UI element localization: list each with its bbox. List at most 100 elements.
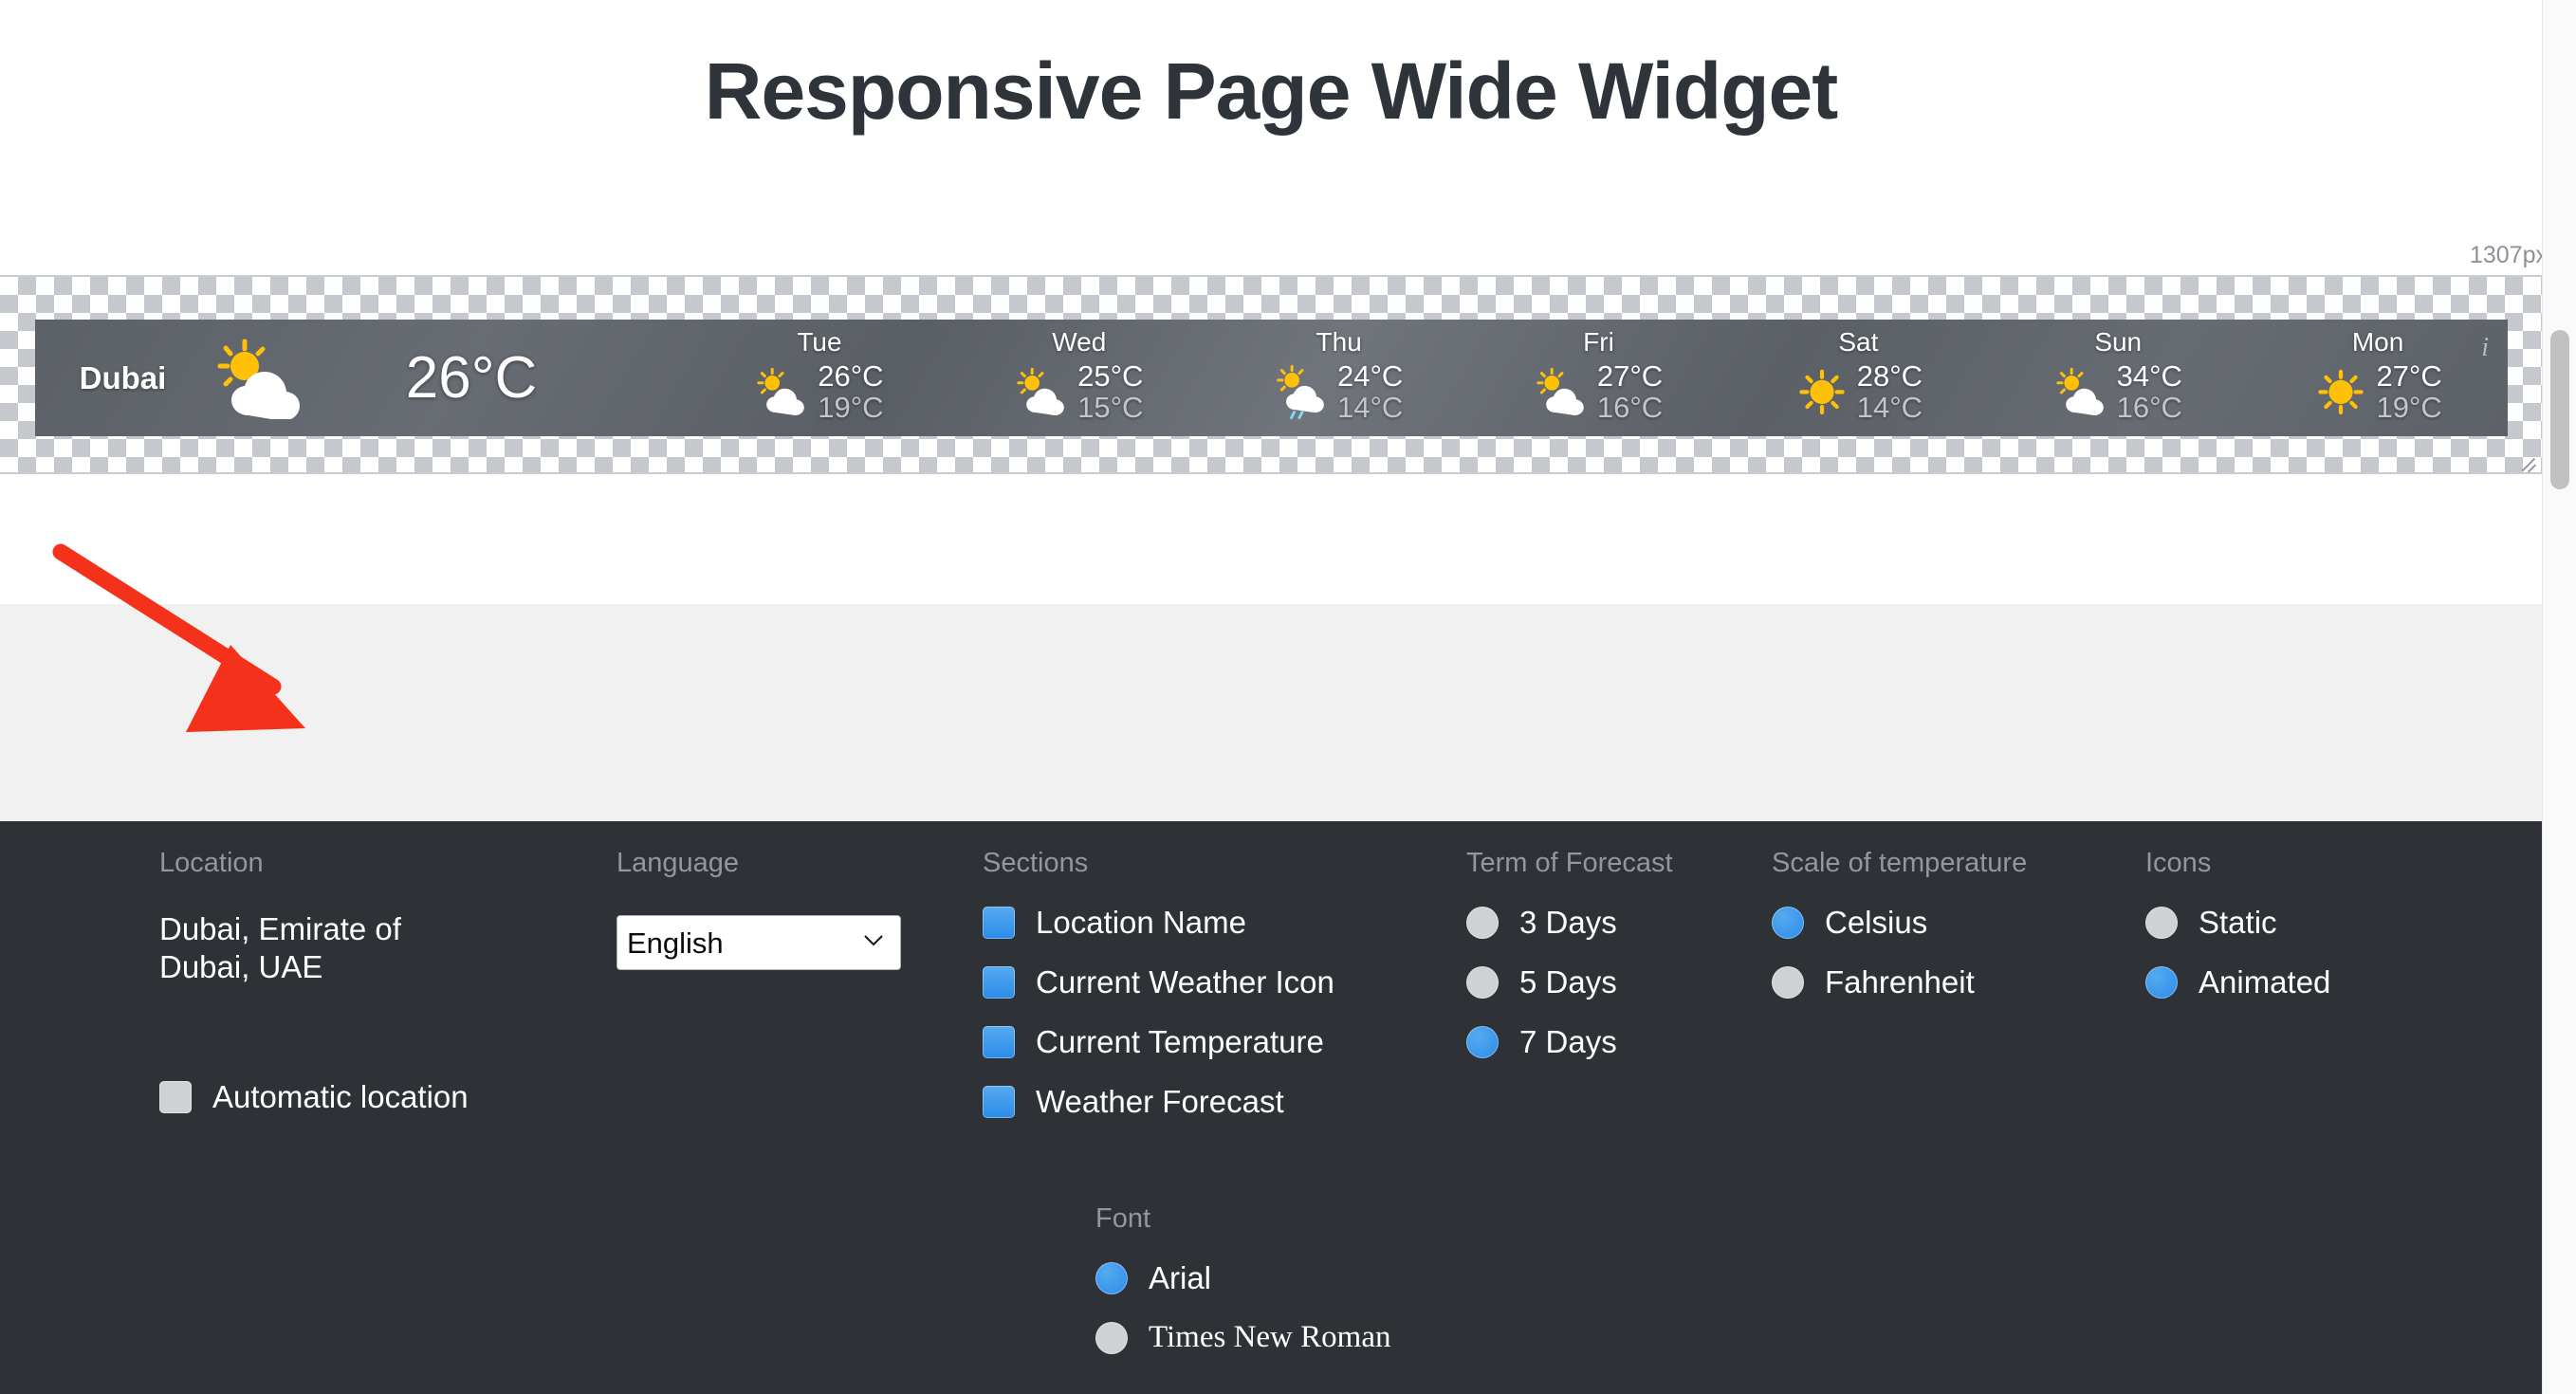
icons-option-label: Static <box>2199 905 2277 940</box>
scale-of-temperature-column-title: Scale of temperature <box>1772 848 2028 878</box>
forecast-low-temp: 14°C <box>1337 390 1404 424</box>
icons-radio-icon[interactable] <box>2145 966 2178 999</box>
term-of-forecast-radio-icon[interactable] <box>1466 1026 1499 1058</box>
font-option-label: Arial <box>1149 1260 1212 1295</box>
scale-of-temperature-option-label: Fahrenheit <box>1825 964 1975 1000</box>
font-option[interactable]: Arial <box>1095 1260 1211 1296</box>
scale-of-temperature-option[interactable]: Celsius <box>1772 905 1927 941</box>
weather-widget[interactable]: Dubai <box>35 320 2508 436</box>
term-of-forecast-radio-icon[interactable] <box>1466 966 1499 999</box>
forecast-day-label: Fri <box>1583 327 1614 357</box>
location-value: Dubai, Emirate of Dubai, UAE <box>159 911 401 984</box>
sections-option-label: Weather Forecast <box>1036 1084 1284 1119</box>
forecast-high-temp: 34°C <box>2116 359 2182 393</box>
location-column-title: Location <box>159 848 264 878</box>
font-radio-icon[interactable] <box>1095 1262 1128 1294</box>
term-of-forecast-option-label: 5 Days <box>1519 964 1617 1000</box>
widget-current-conditions: Dubai <box>35 320 590 436</box>
icons-option[interactable]: Animated <box>2145 964 2330 1000</box>
sun-icon <box>1794 367 1849 418</box>
automatic-location-box-icon <box>159 1081 192 1113</box>
sections-option-label: Location Name <box>1036 905 1246 940</box>
sun-behind-cloud-icon <box>1535 367 1590 418</box>
sections-checkbox-icon[interactable] <box>983 966 1015 999</box>
forecast-day-label: Sat <box>1838 327 1879 357</box>
sections-checkbox-icon[interactable] <box>983 1026 1015 1058</box>
icons-option-label: Animated <box>2199 964 2331 1000</box>
resize-handle-icon[interactable] <box>2515 448 2538 473</box>
forecast-day: Mon 27°C 19°C <box>2248 320 2508 436</box>
forecast-day: Sun 34°C 16°C <box>1988 320 2248 436</box>
forecast-day: Fri 27°C 16°C <box>1469 320 1729 436</box>
sections-option-label: Current Weather Icon <box>1036 964 1334 1000</box>
sections-option-label: Current Temperature <box>1036 1024 1324 1059</box>
sections-option[interactable]: Weather Forecast <box>983 1084 1284 1120</box>
sections-option[interactable]: Current Temperature <box>983 1024 1324 1060</box>
forecast-low-temp: 19°C <box>818 390 884 424</box>
font-radio-icon[interactable] <box>1095 1321 1128 1354</box>
page-title: Responsive Page Wide Widget <box>704 46 1838 136</box>
font-option-label: Times New Roman <box>1149 1320 1391 1354</box>
sections-checkbox-icon[interactable] <box>983 1086 1015 1118</box>
browser-scrollbar-thumb[interactable] <box>2550 330 2569 489</box>
widget-location-name: Dubai <box>79 359 167 395</box>
icons-option[interactable]: Static <box>2145 905 2277 941</box>
forecast-high-temp: 27°C <box>1596 359 1664 393</box>
automatic-location-checkbox[interactable]: Automatic location <box>159 1079 469 1115</box>
icons-column-title: Icons <box>2145 848 2212 878</box>
forecast-high-temp: 24°C <box>1337 359 1404 393</box>
forecast-low-temp: 19°C <box>2376 390 2442 424</box>
forecast-day: Wed 25°C 15°C <box>949 320 1209 436</box>
sun-behind-cloud-icon <box>755 367 810 418</box>
forecast-day-label: Wed <box>1052 327 1107 357</box>
icons-radio-icon[interactable] <box>2145 907 2178 939</box>
sun-behind-cloud-icon <box>1015 367 1070 418</box>
term-of-forecast-radio-icon[interactable] <box>1466 907 1499 939</box>
forecast-day-label: Sun <box>2094 327 2143 357</box>
sections-checkbox-icon[interactable] <box>983 907 1015 939</box>
forecast-low-temp: 15°C <box>1077 390 1144 424</box>
term-of-forecast-option[interactable]: 5 Days <box>1466 964 1617 1000</box>
forecast-day-label: Tue <box>797 327 842 357</box>
automatic-location-label: Automatic location <box>212 1079 469 1114</box>
sections-option[interactable]: Current Weather Icon <box>983 964 1334 1000</box>
widget-current-temperature: 26°C <box>405 345 538 411</box>
scale-of-temperature-radio-icon[interactable] <box>1772 966 1804 999</box>
forecast-low-temp: 16°C <box>1596 390 1664 424</box>
forecast-high-temp: 26°C <box>818 359 884 393</box>
font-option[interactable]: Times New Roman <box>1095 1320 1390 1355</box>
forecast-high-temp: 25°C <box>1077 359 1144 393</box>
info-icon[interactable]: i <box>2481 333 2489 362</box>
sections-option[interactable]: Location Name <box>983 905 1246 941</box>
widget-forecast-row: Tue 26°C 19°C Wed <box>690 320 2508 436</box>
term-of-forecast-option[interactable]: 3 Days <box>1466 905 1617 941</box>
font-column-title: Font <box>1095 1203 1151 1234</box>
forecast-day: Thu 24°C 14°C <box>1209 320 1469 436</box>
forecast-day: Sat 28°C 14°C <box>1728 320 1988 436</box>
forecast-day-label: Thu <box>1316 327 1362 357</box>
sun-cloud-rain-icon <box>1275 364 1330 420</box>
forecast-day-label: Mon <box>2351 327 2404 357</box>
language-select-wrapper: English <box>616 915 901 970</box>
forecast-high-temp: 28°C <box>1856 359 1923 393</box>
browser-scrollbar[interactable] <box>2542 0 2576 1394</box>
forecast-high-temp: 27°C <box>2376 359 2442 393</box>
forecast-day: Tue 26°C 19°C <box>690 320 949 436</box>
scale-of-temperature-radio-icon[interactable] <box>1772 907 1804 939</box>
term-of-forecast-option[interactable]: 7 Days <box>1466 1024 1617 1060</box>
sun-behind-cloud-icon <box>2054 367 2109 418</box>
widget-width-label: 1307px <box>2469 242 2548 268</box>
sun-icon <box>2313 367 2368 418</box>
language-select[interactable]: English <box>616 915 901 970</box>
sections-column-title: Sections <box>983 848 1089 878</box>
widget-preview-strip: Dubai <box>0 275 2542 474</box>
sun-behind-cloud-icon <box>211 338 353 419</box>
scale-of-temperature-option[interactable]: Fahrenheit <box>1772 964 1975 1000</box>
term-of-forecast-option-label: 3 Days <box>1519 905 1617 940</box>
forecast-low-temp: 14°C <box>1856 390 1923 424</box>
term-of-forecast-option-label: 7 Days <box>1519 1024 1617 1059</box>
settings-panel: Location Remove Automatic location Langu… <box>0 821 2542 1394</box>
forecast-low-temp: 16°C <box>2116 390 2182 424</box>
term-of-forecast-column-title: Term of Forecast <box>1466 848 1673 878</box>
